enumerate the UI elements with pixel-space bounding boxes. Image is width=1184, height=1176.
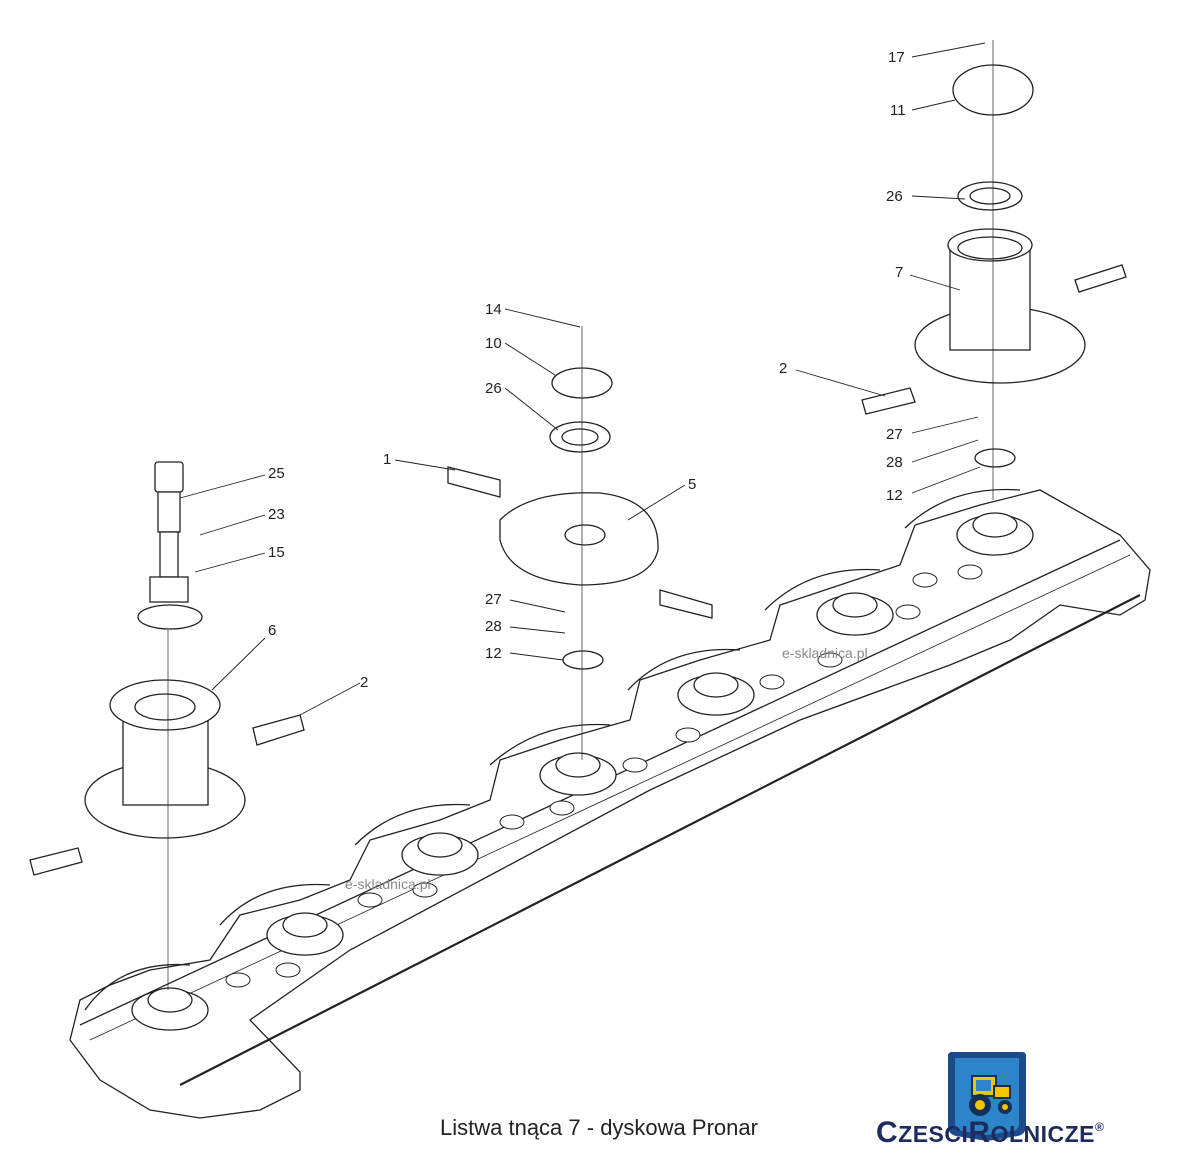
ring-12-right: [974, 448, 1016, 468]
callout-7: 7: [895, 264, 904, 281]
callout-12: 12: [886, 487, 903, 504]
callout-26: 26: [485, 380, 502, 397]
callout-2: 2: [779, 360, 788, 377]
callout-26: 26: [886, 188, 903, 205]
diagram-caption: Listwa tnąca 7 - dyskowa Pronar: [440, 1115, 758, 1140]
ring-12-mid: [562, 650, 604, 670]
blade-1: [447, 466, 501, 498]
callout-25: 25: [268, 465, 285, 482]
callout-28: 28: [485, 618, 502, 635]
drive-shaft-25: [137, 461, 203, 630]
tractor-logo-icon: [948, 1052, 1026, 1141]
gearbox-housing-right: [914, 228, 1086, 384]
callout-10: 10: [485, 335, 502, 352]
callout-2: 2: [360, 674, 369, 691]
callout-12: 12: [485, 645, 502, 662]
blade-2-right: [861, 387, 916, 415]
callout-17: 17: [888, 49, 905, 66]
callout-6: 6: [268, 622, 277, 639]
cutter-bar-body: [69, 489, 1151, 1119]
watermark: e-skladnica.pl: [345, 876, 431, 892]
callout-28: 28: [886, 454, 903, 471]
callout-11: 11: [890, 102, 906, 119]
callout-15: 15: [268, 544, 285, 561]
disc-hubs: [131, 512, 1034, 1031]
blade-2-left: [252, 714, 305, 746]
gearbox-housing-left: [84, 679, 246, 839]
callout-27: 27: [485, 591, 502, 608]
watermark: e-skladnica.pl: [782, 645, 868, 661]
callout-5: 5: [688, 476, 697, 493]
callout-23: 23: [268, 506, 285, 523]
callout-14: 14: [485, 301, 502, 318]
brand-wordmark: CZESCIROLNICZE®: [876, 1116, 1105, 1149]
callout-1: 1: [383, 451, 392, 468]
callout-27: 27: [886, 426, 903, 443]
